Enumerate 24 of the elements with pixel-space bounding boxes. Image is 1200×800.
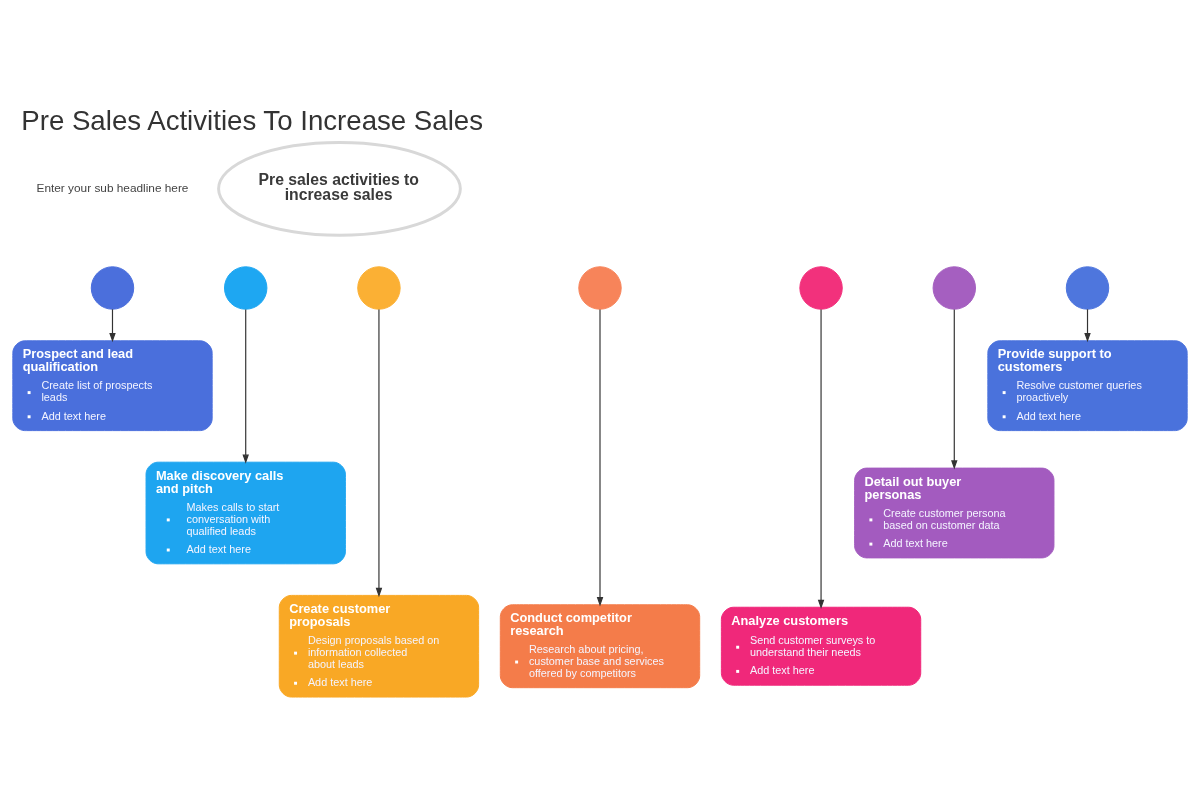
node-circle [224,265,268,310]
node-box: Provide support to customers Resolve customer queries proactively Add text here [987,339,1188,431]
arrow [242,308,249,464]
arrow [109,308,116,342]
node-box: Make discovery calls and pitch Makes calls to start conversation with qualified leads Add text here [145,461,346,564]
arrow [817,308,825,609]
node-box: Analyze customers Send customer surveys to understand their needs Add text here [720,606,922,686]
node-circle [932,265,976,310]
node-box: Conduct competitor research Research about pricing, customer base and services offered by competitors [499,603,701,688]
node-box: Detail out buyer personas Create customer persona based on customer data Add text here [854,467,1055,558]
node-circle [90,265,135,310]
arrow [1084,308,1091,342]
node-circle [799,265,843,310]
node-circle [578,265,622,310]
node-circle [1065,265,1110,310]
node-box: Create customer proposals Design proposals based on information collected about leads Add text here [278,594,480,698]
diagram-title: Pre Sales Activities To Increase Sales [21,104,483,136]
arrow [375,308,383,597]
node-ellipse: Pre sales activities to increase sales [217,140,462,237]
arrow [951,308,958,470]
arrow [596,308,604,606]
node-circle [357,265,401,310]
label: Enter your sub headline here [36,180,189,195]
node-box: Prospect and lead qualification Create list of prospects leads Add text here [12,339,213,431]
